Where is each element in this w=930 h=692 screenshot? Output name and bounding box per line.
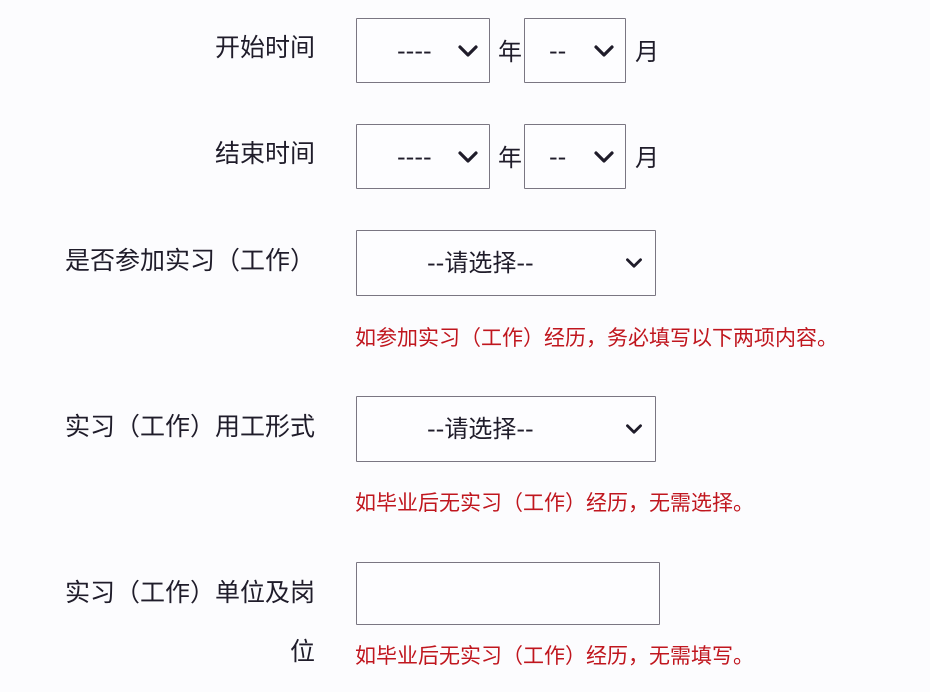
end-year-unit: 年 bbox=[498, 144, 522, 172]
start-year-select-value: ---- bbox=[397, 36, 432, 65]
employer-position-note: 如毕业后无实习（工作）经历，无需填写。 bbox=[355, 644, 754, 668]
employer-position-input[interactable] bbox=[356, 562, 660, 625]
internship-note: 如参加实习（工作）经历，务必填写以下两项内容。 bbox=[355, 326, 838, 350]
start-month-select-value: -- bbox=[549, 36, 567, 65]
start-month-unit: 月 bbox=[635, 38, 659, 66]
employment-form-label: 实习（工作）用工形式 bbox=[64, 412, 315, 441]
chevron-down-icon bbox=[458, 150, 478, 163]
start-year-select[interactable]: ---- bbox=[356, 18, 490, 83]
employer-position-label-line2: 位 bbox=[289, 637, 315, 666]
internship-select[interactable]: --请选择-- bbox=[356, 230, 656, 296]
end-month-select-value: -- bbox=[549, 142, 567, 171]
internship-label: 是否参加实习（工作） bbox=[64, 246, 315, 275]
end-year-select-value: ---- bbox=[397, 142, 432, 171]
end-month-unit: 月 bbox=[635, 144, 659, 172]
end-time-label: 结束时间 bbox=[214, 139, 315, 168]
start-time-label: 开始时间 bbox=[214, 33, 315, 62]
employment-form-select-value: --请选择-- bbox=[427, 415, 534, 443]
chevron-down-icon bbox=[594, 150, 614, 163]
chevron-down-icon bbox=[626, 424, 642, 434]
employer-position-label-line1: 实习（工作）单位及岗 bbox=[64, 578, 315, 607]
end-year-select[interactable]: ---- bbox=[356, 124, 490, 189]
internship-select-value: --请选择-- bbox=[427, 249, 534, 277]
chevron-down-icon bbox=[626, 258, 642, 268]
chevron-down-icon bbox=[458, 44, 478, 57]
start-year-unit: 年 bbox=[498, 38, 522, 66]
employment-form-select[interactable]: --请选择-- bbox=[356, 396, 656, 462]
end-month-select[interactable]: -- bbox=[524, 124, 626, 189]
employment-form-note: 如毕业后无实习（工作）经历，无需选择。 bbox=[355, 491, 754, 515]
start-month-select[interactable]: -- bbox=[524, 18, 626, 83]
chevron-down-icon bbox=[594, 44, 614, 57]
